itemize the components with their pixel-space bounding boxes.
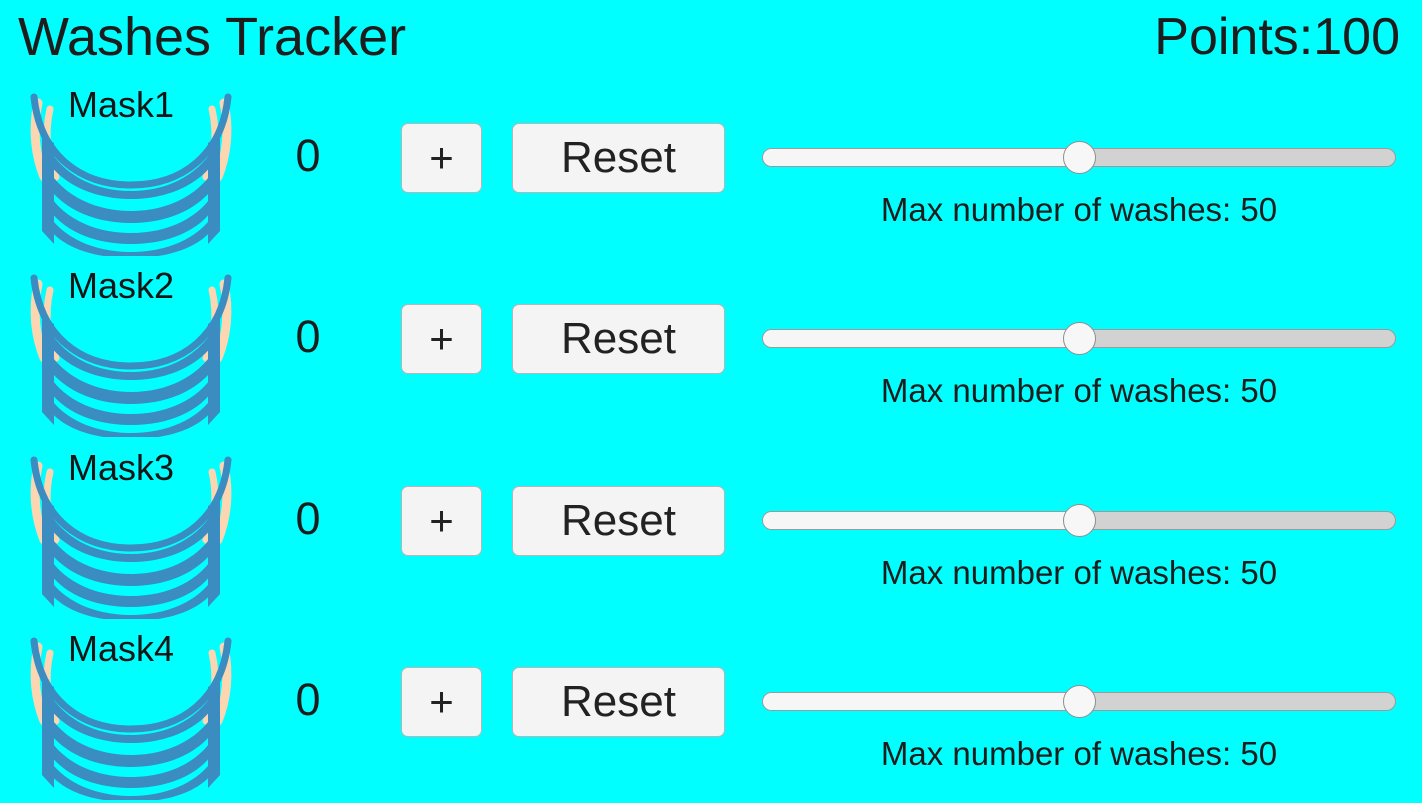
face-mask-icon <box>10 81 252 256</box>
reset-button[interactable]: Reset <box>512 123 725 193</box>
face-mask-icon <box>10 444 252 619</box>
mask-row: Mask2 0 + Reset Max number of washes: 50 <box>0 259 1422 440</box>
max-washes-caption: Max number of washes: 50 <box>880 735 1278 772</box>
reset-button[interactable]: Reset <box>512 486 725 556</box>
max-washes-slider[interactable] <box>762 321 1396 359</box>
reset-button[interactable]: Reset <box>512 304 725 374</box>
mask-row: Mask4 0 + Reset Max number of washes: 50 <box>0 622 1422 803</box>
mask-row: Mask3 0 + Reset Max number of washes: 50 <box>0 441 1422 622</box>
increment-button[interactable]: + <box>401 486 482 556</box>
face-mask-icon <box>10 262 252 437</box>
slider-thumb[interactable] <box>1063 322 1096 355</box>
increment-button[interactable]: + <box>401 304 482 374</box>
wash-count-value: 0 <box>295 674 321 725</box>
slider-thumb[interactable] <box>1063 141 1096 174</box>
wash-count-value: 0 <box>295 493 321 544</box>
slider-fill <box>763 330 1079 347</box>
face-mask-icon <box>10 625 252 800</box>
page-title: Washes Tracker <box>18 7 407 67</box>
slider-thumb[interactable] <box>1063 685 1096 718</box>
slider-thumb[interactable] <box>1063 504 1096 537</box>
increment-button[interactable]: + <box>401 123 482 193</box>
max-washes-caption: Max number of washes: 50 <box>880 191 1278 228</box>
slider-fill <box>763 693 1079 710</box>
reset-button[interactable]: Reset <box>512 667 725 737</box>
slider-fill <box>763 512 1079 529</box>
increment-button[interactable]: + <box>401 667 482 737</box>
max-washes-caption: Max number of washes: 50 <box>880 372 1278 409</box>
max-washes-slider[interactable] <box>762 503 1396 541</box>
wash-count-value: 0 <box>295 311 321 362</box>
mask-row: Mask1 0 + Reset Max number of washes: 50 <box>0 78 1422 259</box>
max-washes-slider[interactable] <box>762 140 1396 178</box>
slider-fill <box>763 149 1079 166</box>
points-display: Points:100 <box>1154 8 1400 66</box>
max-washes-caption: Max number of washes: 50 <box>880 554 1278 591</box>
wash-count-value: 0 <box>295 130 321 181</box>
app-header: Washes Tracker Points:100 <box>0 0 1422 78</box>
max-washes-slider[interactable] <box>762 684 1396 722</box>
